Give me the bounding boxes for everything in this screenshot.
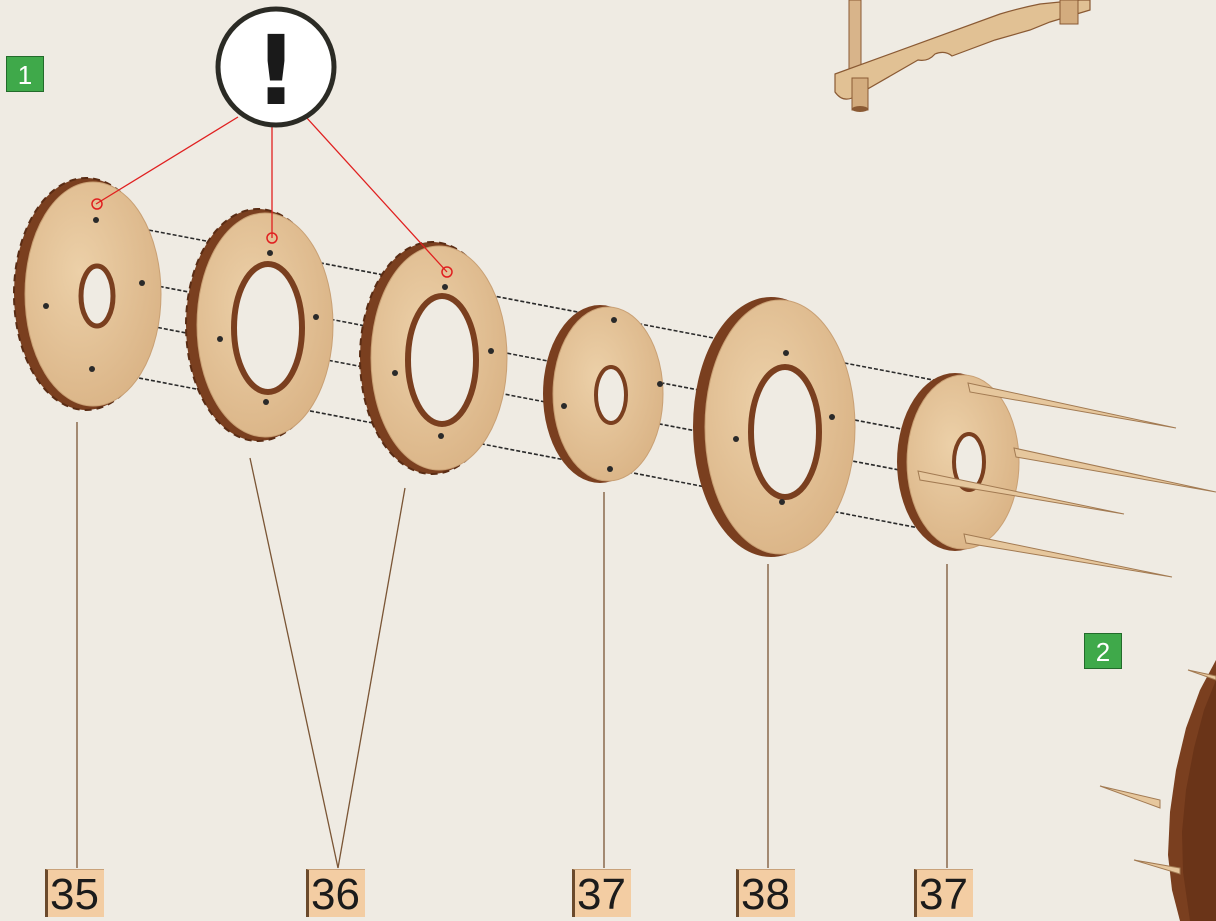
frame-assembly-fragment (835, 0, 1090, 112)
part-number-label: 36 (306, 869, 365, 917)
part-number-label: 38 (736, 869, 795, 917)
part-number-label: 37 (914, 869, 973, 917)
alignment-dowel-lines (46, 220, 1016, 537)
part-35-gear-disc (14, 178, 161, 410)
step2-gear-fragment (1100, 660, 1216, 921)
step-number-badge: 1 (6, 56, 44, 92)
exclamation-warning-icon: ! (254, 15, 298, 127)
part-38-washer-large (693, 297, 855, 557)
part-36-gear-ring-a (186, 209, 333, 441)
part-37-washer-right (897, 373, 1019, 551)
part-37-washer-left (543, 305, 663, 483)
part-36-gear-ring-b (360, 242, 507, 474)
part-number-label: 35 (45, 869, 104, 917)
step-number-badge: 2 (1084, 633, 1122, 669)
part-number-label: 37 (572, 869, 631, 917)
